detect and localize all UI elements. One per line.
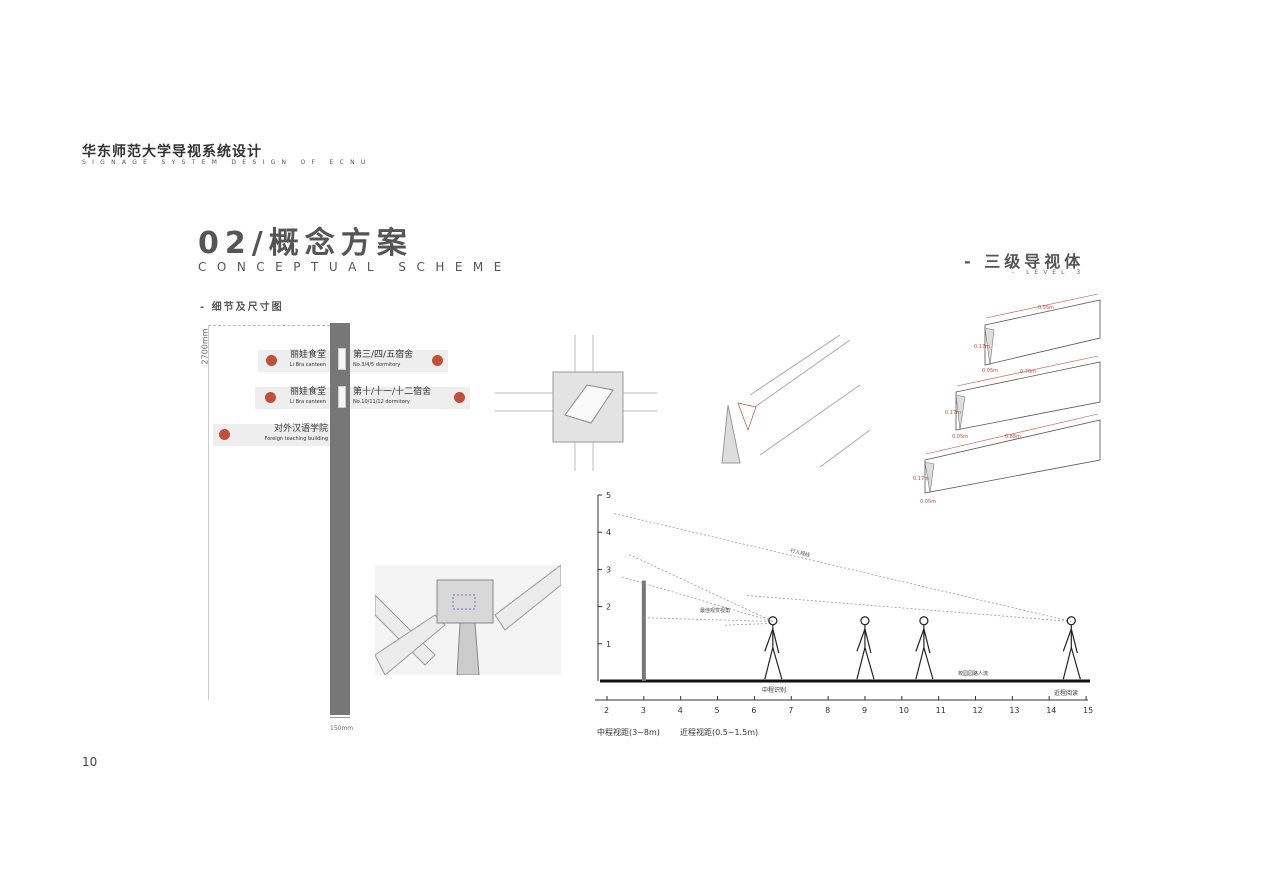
x-tick-label: 12	[973, 706, 983, 715]
level-heading-en: - LEVEL 3	[1012, 269, 1086, 276]
x-tick-label: 14	[1046, 706, 1056, 715]
sight-line	[643, 617, 773, 622]
page-title: 02/概念方案	[198, 226, 413, 261]
board-3-height: 0.17m	[913, 476, 929, 482]
board-2-height: 0.17m	[945, 410, 961, 416]
brand-title: 华东师范大学导视系统设计	[82, 144, 262, 160]
board-1-depth: 0.05m	[982, 368, 998, 374]
plan-view-drawing	[495, 335, 657, 471]
signpost-pole	[641, 580, 646, 681]
sight-line	[628, 554, 773, 622]
walkway-label: 校园园路人流	[958, 670, 988, 677]
x-tick-label: 8	[825, 706, 830, 715]
y-tick-label: 2	[606, 603, 611, 612]
board-1-height: 0.17m	[974, 344, 990, 350]
board-3-length: 0.85m	[1005, 434, 1021, 440]
x-tick-label: 13	[1009, 706, 1019, 715]
detail-heading: - 细节及尺寸图	[200, 302, 284, 313]
y-tick-label: 5	[606, 491, 611, 500]
perspective-sketch	[721, 335, 870, 467]
x-tick-label: 4	[678, 706, 683, 715]
width-label: 150mm	[330, 725, 354, 732]
pedestrian-figure	[856, 616, 875, 680]
board-3-depth: 0.05m	[920, 499, 936, 505]
level3-boards-drawing: 0.55m 0.17m 0.05m 0.70m 0.17m 0.05m 0.85m 0.1…	[913, 293, 1101, 505]
x-tick-label: 7	[788, 706, 793, 715]
x-tick-label: 10	[899, 706, 909, 715]
x-tick-label: 3	[641, 706, 646, 715]
joint-detail-render	[375, 565, 561, 675]
x-tick-label: 2	[604, 706, 609, 715]
mid-label: 中程识别	[762, 686, 786, 694]
legend-near: 近程视距(0.5~1.5m)	[680, 727, 758, 737]
y-tick-label: 4	[606, 528, 611, 537]
brand-subtitle: SIGNAGE SYSTEM DESIGN OF ECNU	[82, 159, 372, 166]
page-number: 10	[82, 755, 98, 769]
pedestrian-figure	[915, 616, 934, 680]
sight-line	[746, 595, 1072, 622]
board-1-length: 0.55m	[1038, 305, 1054, 311]
sight-line	[614, 513, 1072, 622]
pole	[330, 323, 350, 715]
x-tick-label: 6	[751, 706, 756, 715]
board-2-depth: 0.05m	[952, 434, 968, 440]
sight-label: 行人视线	[790, 547, 811, 559]
y-tick-label: 1	[606, 640, 611, 649]
level-heading: - 三级导视体	[964, 252, 1085, 271]
page-title-en: CONCEPTUAL SCHEME	[198, 260, 512, 274]
angle-label: 最佳观赏视角	[700, 607, 730, 614]
y-tick-label: 3	[606, 565, 611, 574]
legend-mid: 中程视距(3~8m)	[597, 727, 660, 737]
pedestrian-figure	[764, 616, 783, 680]
board-2-length: 0.70m	[1020, 369, 1036, 375]
near-label: 近程阅读	[1054, 689, 1078, 697]
x-tick-label: 9	[862, 706, 867, 715]
pedestrian-figure	[1062, 616, 1081, 680]
signpost-figure: 2700mm 150mm	[195, 320, 365, 740]
x-tick-label: 5	[715, 706, 720, 715]
x-tick-label: 11	[936, 706, 946, 715]
sight-line	[724, 622, 773, 626]
x-tick-label: 15	[1083, 706, 1093, 715]
